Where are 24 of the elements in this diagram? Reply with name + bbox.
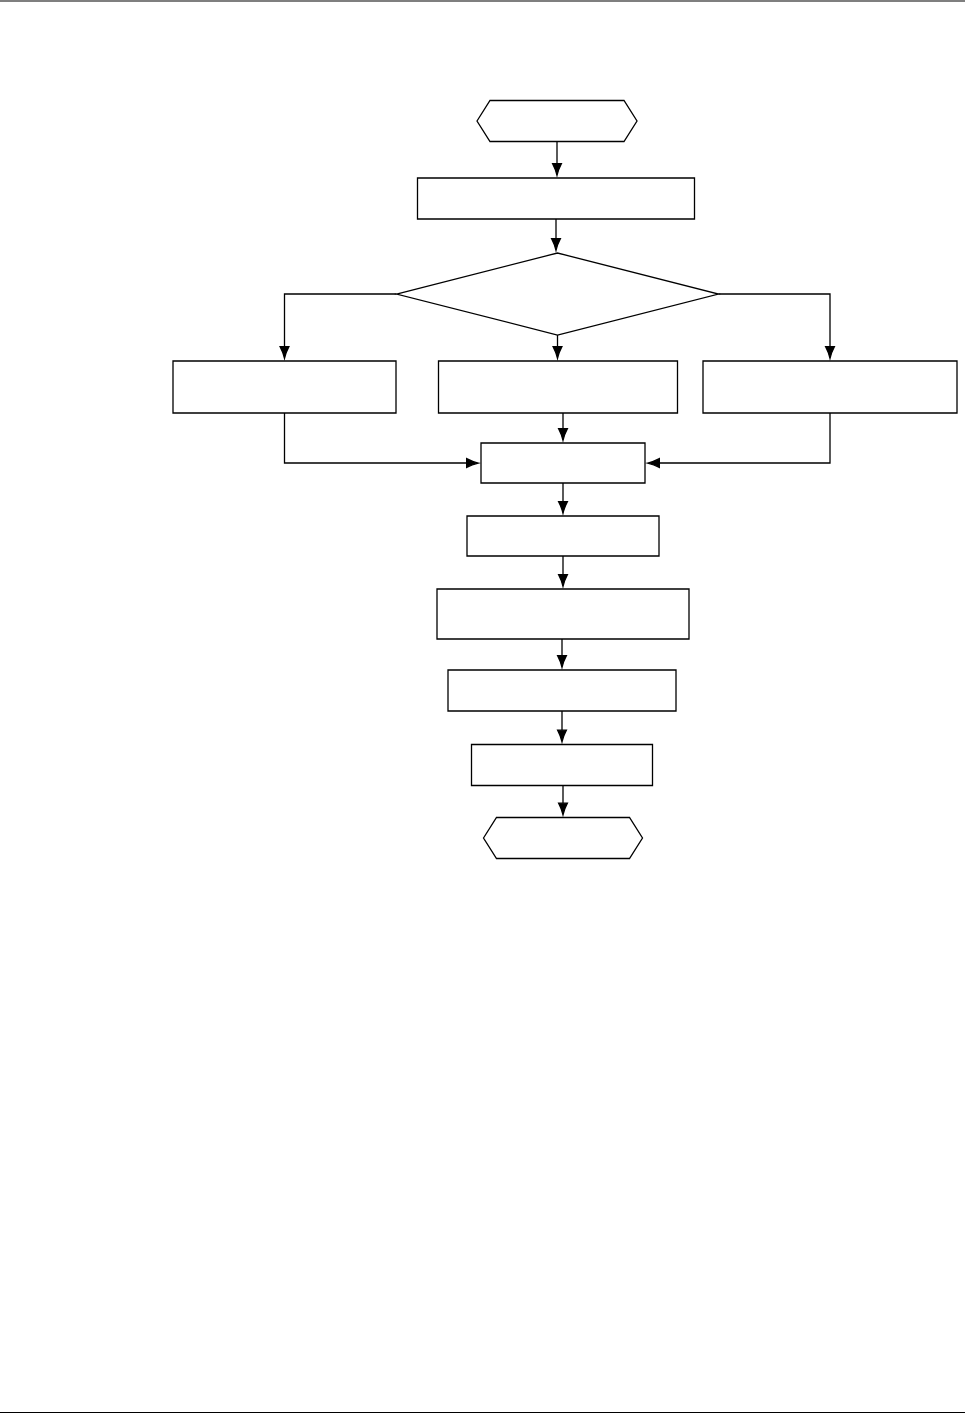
process-box — [470, 743, 654, 787]
process-box — [702, 360, 958, 414]
arrow — [717, 293, 836, 359]
arrow — [647, 412, 831, 469]
arrow — [279, 293, 398, 359]
arrow — [556, 710, 568, 743]
arrow — [551, 140, 563, 176]
process-box — [172, 360, 397, 414]
process-box — [416, 177, 696, 220]
process-box — [447, 669, 677, 712]
arrow — [557, 412, 569, 441]
process-box — [437, 360, 679, 414]
terminator-hexagon — [476, 99, 638, 143]
arrow — [550, 218, 562, 251]
arrow — [283, 412, 479, 469]
arrow — [556, 638, 568, 668]
process-box — [466, 515, 660, 557]
process-box — [436, 588, 690, 640]
process-box — [480, 442, 646, 484]
arrow — [557, 482, 569, 514]
arrow — [552, 334, 563, 359]
arrow — [557, 784, 569, 816]
terminator-hexagon — [482, 816, 644, 860]
arrow — [557, 555, 569, 587]
